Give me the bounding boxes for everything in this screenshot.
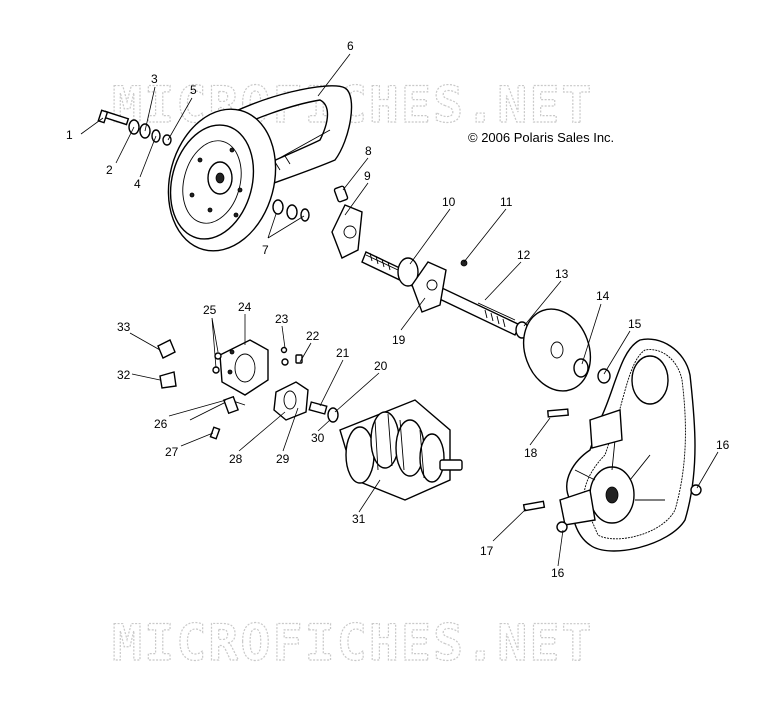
copyright-text: © 2006 Polaris Sales Inc.	[468, 130, 614, 145]
callout-15: 15	[628, 317, 642, 331]
gearcase-housing	[212, 339, 309, 421]
callout-22: 22	[306, 329, 320, 343]
callout-21: 21	[336, 346, 350, 360]
callout-32: 32	[117, 368, 131, 382]
callout-25: 25	[203, 303, 217, 317]
chaincase-cover	[522, 338, 702, 552]
callout-23: 23	[275, 312, 289, 326]
brake-disc-and-bearing	[522, 308, 611, 392]
watermark-bottom: MICROFICHES.NET	[112, 614, 594, 672]
callout-30: 30	[311, 431, 325, 445]
driveshaft-assembly	[331, 185, 529, 339]
callout-24: 24	[238, 300, 252, 314]
callout-2: 2	[106, 163, 113, 177]
watermark-top: MICROFICHES.NET	[112, 76, 594, 134]
callout-17: 17	[480, 544, 494, 558]
callout-3: 3	[151, 72, 158, 86]
callout-16-bottom: 16	[551, 566, 565, 580]
callout-14: 14	[596, 289, 610, 303]
drive-clutch-assembly	[167, 85, 353, 252]
callout-5: 5	[190, 83, 197, 97]
callout-16-right: 16	[716, 438, 730, 452]
callout-18: 18	[524, 446, 538, 460]
callout-26: 26	[154, 417, 168, 431]
callout-27: 27	[165, 445, 179, 459]
callout-11: 11	[500, 195, 513, 209]
callout-19: 19	[392, 333, 406, 347]
callout-33: 33	[117, 320, 131, 334]
callout-12: 12	[517, 248, 531, 262]
callout-7: 7	[262, 243, 269, 257]
speed-sensor-parts	[157, 339, 246, 440]
callout-6: 6	[347, 39, 354, 53]
leader-lines	[80, 53, 719, 567]
callout-1: 1	[66, 128, 73, 142]
clutch-bolt-and-washers	[97, 109, 310, 222]
callout-labels: 1 2 3 4 5 6 7 8 9 10 11 12 13 14 15 16 1…	[66, 39, 730, 580]
callout-13: 13	[555, 267, 569, 281]
gearcase-assembly	[308, 399, 463, 501]
callout-10: 10	[442, 195, 456, 209]
callout-4: 4	[134, 177, 141, 191]
callout-28: 28	[229, 452, 243, 466]
callout-8: 8	[365, 144, 372, 158]
callout-20: 20	[374, 359, 388, 373]
callout-9: 9	[364, 169, 371, 183]
callout-31: 31	[352, 512, 366, 526]
callout-29: 29	[276, 452, 290, 466]
